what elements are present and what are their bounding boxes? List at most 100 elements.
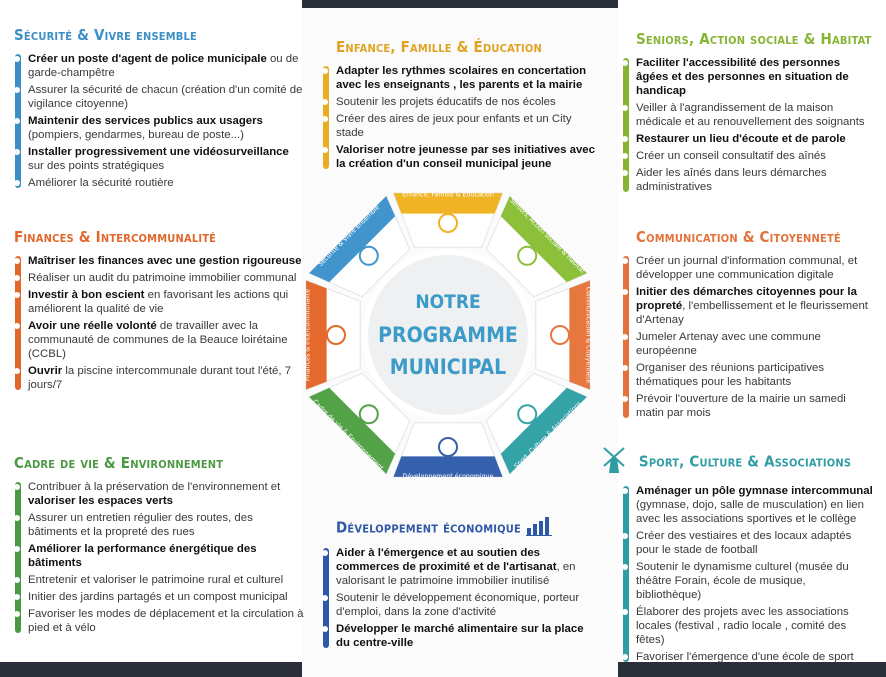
list-item: Maîtriser les finances avec une gestion … [14, 254, 304, 268]
list-item: Initier des jardins partagés et un compo… [14, 590, 304, 604]
item-bold-text: valoriser les espaces verts [28, 495, 174, 507]
list-item: Créer un journal d'information communal,… [622, 254, 874, 282]
theme-icon [517, 404, 538, 425]
item-text: Jumeler Artenay avec une commune europée… [636, 331, 821, 357]
right-panel [618, 0, 886, 662]
section-title: Cadre de vie & Environnement [14, 454, 224, 472]
item-bold-text: Aménager un pôle gymnase intercommunal [636, 485, 873, 497]
bullet-dot [14, 56, 20, 62]
item-text: (gymnase, dojo, salle de musculation) en… [636, 499, 864, 525]
section-title: Développement économique [322, 516, 600, 540]
wheel-title-line1: NOTRE [415, 291, 480, 313]
bullet-dot [622, 289, 628, 295]
section-developpement: Développement économique Aider à l'émerg… [322, 516, 600, 653]
list-item: Assurer la sécurité de chacun (création … [14, 83, 304, 111]
theme-icon [517, 245, 538, 266]
item-bold-text: Développer le marché alimentaire sur la … [336, 623, 584, 649]
item-list: Aménager un pôle gymnase intercommunal (… [622, 484, 874, 664]
bullet-dot [14, 368, 20, 374]
item-list: Adapter les rythmes scolaires en concert… [322, 64, 600, 171]
wheel-title-line3: MUNICIPAL [390, 355, 506, 379]
section-title: Enfance, Famille & Éducation [336, 38, 542, 56]
section-enfance: Enfance, Famille & Éducation Adapter les… [322, 38, 600, 174]
bullet-dot [14, 149, 20, 155]
item-text: en favorisant les actions qui améliorent… [28, 289, 289, 315]
left-panel [0, 0, 302, 662]
wheel-segment-band [393, 193, 503, 214]
item-text: de travailler avec la communauté de comm… [28, 320, 288, 360]
list-item: Organiser des réunions participatives th… [622, 361, 874, 389]
section-sport: Sport, Culture & Associations Aménager u… [602, 446, 874, 667]
list-item: Installer progressivement une vidéosurve… [14, 145, 304, 173]
item-text: Initier des jardins partagés et un compo… [28, 591, 288, 603]
wheel-segment-band [500, 387, 587, 474]
bullet-dot [322, 68, 328, 74]
bullet-dot [322, 550, 328, 556]
section-title: Communication & Citoyenneté [636, 228, 841, 246]
item-text: Contribuer à la préservation de l'enviro… [28, 481, 281, 493]
list-item: Aider à l'émergence et au soutien des co… [322, 546, 600, 588]
wheel-segment-band [306, 280, 327, 390]
theme-icon [550, 325, 570, 345]
bullet-dot [14, 118, 20, 124]
theme-icon [358, 404, 379, 425]
list-item: Veiller à l'agrandissement de la maison … [622, 101, 874, 129]
item-text: sur des points stratégiques [28, 160, 165, 172]
list-item: Adapter les rythmes scolaires en concert… [322, 64, 600, 92]
bullet-dot [622, 60, 628, 66]
bullet-dot [14, 275, 20, 281]
list-item: Investir à bon escient en favorisant les… [14, 288, 304, 316]
list-item: Créer un poste d'agent de police municip… [14, 52, 304, 80]
item-text: ou de garde-champêtre [28, 53, 299, 79]
section-title-text: Développement économique [336, 518, 521, 537]
list-item: Favoriser l'émergence d'une école de spo… [622, 650, 874, 664]
bullet-dot [322, 116, 328, 122]
bullet-dot [14, 546, 20, 552]
bullet-dot [14, 292, 20, 298]
bullet-dot [622, 533, 628, 539]
section-securite: Sécurité & Vivre ensemble Créer un poste… [14, 26, 304, 193]
bullet-dot [622, 609, 628, 615]
item-text: (pompiers, gendarmes, bureau de poste...… [28, 129, 244, 141]
item-text: Prévoir l'ouverture de la mairie un same… [636, 393, 846, 419]
bullet-dot [622, 365, 628, 371]
bullet-dot [14, 484, 20, 490]
item-list: Faciliter l'accessibilité des personnes … [622, 56, 874, 194]
bullet-dot [622, 153, 628, 159]
bullet-dot [322, 595, 328, 601]
wheel-segment-band [569, 280, 590, 390]
item-text: Assurer un entretien régulier des routes… [28, 512, 253, 538]
item-text: Créer des aires de jeux pour enfants et … [336, 113, 572, 139]
section-finances: Finances & Intercommunalité Maîtriser le… [14, 228, 304, 395]
list-item: Initier des démarches citoyennes pour la… [622, 285, 874, 327]
item-bold-text: Avoir une réelle volonté [28, 320, 157, 332]
item-bold-text: Restaurer un lieu d'écoute et de parole [636, 133, 846, 145]
item-text: Assurer la sécurité de chacun (création … [28, 84, 303, 110]
list-item: Contribuer à la préservation de l'enviro… [14, 480, 304, 508]
bullet-dot [14, 180, 20, 186]
list-item: Faciliter l'accessibilité des personnes … [622, 56, 874, 98]
theme-icon [438, 437, 458, 457]
list-item: Créer des vestiaires et des locaux adapt… [622, 529, 874, 557]
bullet-dot [622, 654, 628, 660]
bullet-dot [622, 334, 628, 340]
list-item: Valoriser notre jeunesse par ses initiat… [322, 143, 600, 171]
list-item: Créer un conseil consultatif des aînés [622, 149, 874, 163]
item-text: Élaborer des projets avec les associatio… [636, 606, 849, 646]
item-text: Entretenir et valoriser le patrimoine ru… [28, 574, 284, 586]
section-title-text: Sport, Culture & Associations [638, 452, 852, 471]
list-item: Aménager un pôle gymnase intercommunal (… [622, 484, 874, 526]
item-text: , en valorisant le patrimoine immobilier… [336, 561, 576, 587]
bullet-dot [622, 136, 628, 142]
item-bold-text: Investir à bon escient [28, 289, 145, 301]
section-title: Finances & Intercommunalité [14, 228, 217, 246]
list-item: Développer le marché alimentaire sur la … [322, 622, 600, 650]
bar-chart-icon [525, 516, 552, 540]
item-text: , l'embellissement et le fleurissement d… [636, 300, 868, 326]
wheel-segment-label: Finances & Intercommunalité [304, 289, 312, 381]
theme-icon [438, 213, 458, 233]
item-list: Contribuer à la préservation de l'enviro… [14, 480, 304, 635]
bullet-dot [622, 105, 628, 111]
list-item: Améliorer la sécurité routière [14, 176, 304, 190]
